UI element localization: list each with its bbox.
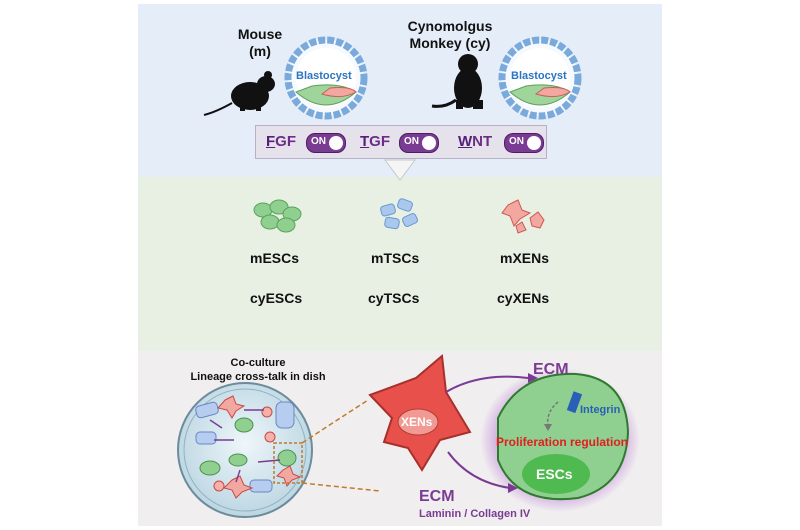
proliferation-label: Proliferation regulation [496,435,629,449]
esc-cluster-icon [253,199,302,233]
coculture-title: Co-culture Lineage cross-talk in dish [168,356,348,384]
xen-cluster-icon [501,199,545,234]
fgf-toggle[interactable]: ON [306,133,346,153]
ecm-bottom-sub-label: Laminin / Collagen IV [419,508,531,520]
petri-dish-icon [177,382,313,518]
monkey-icon [431,54,483,109]
integrin-label: Integrin [580,404,621,416]
blastocyst-label-monkey: Blastocyst [511,70,567,82]
coculture-title-line1: Co-culture [230,357,286,369]
wnt-toggle[interactable]: ON [504,133,544,153]
cyxens-label: cyXENs [497,290,550,306]
blastocyst-mouse-icon [284,36,368,120]
mtscs-label: mTSCs [371,250,420,266]
xen-label: XENs [401,415,433,429]
monkey-label: Cynomolgus Monkey (cy) [395,18,505,52]
blastocyst-monkey-icon [498,36,582,120]
xen-cell-icon [368,354,472,472]
ecm-top-label: ECM [533,361,569,378]
mxens-label: mXENs [500,250,550,266]
wnt-label: WNT [458,133,493,150]
mouse-icon [203,71,275,116]
coculture-title-line2: Lineage cross-talk in dish [190,371,326,383]
cytscs-label: cyTSCs [368,290,420,306]
zoom-box [273,442,303,484]
signaling-toggle-bar: FGF ON TGF ON WNT ON [255,125,547,159]
tgf-label: TGF [360,133,391,150]
monkey-abbrev: Monkey (cy) [409,35,491,51]
tgf-toggle[interactable]: ON [399,133,439,153]
tsc-cluster-icon [380,198,418,230]
monkey-name: Cynomolgus [407,18,493,34]
escs-label: ESCs [536,466,573,482]
fgf-label: FGF [266,133,297,150]
ecm-bottom-label: ECM [419,488,455,505]
mouse-label: Mouse (m) [225,26,295,60]
cyescs-label: cyESCs [250,290,303,306]
mouse-name: Mouse [237,26,283,42]
esc-cell-icon [480,368,640,512]
blastocyst-label-mouse: Blastocyst [296,70,352,82]
mescs-label: mESCs [250,250,300,266]
mouse-abbrev: (m) [249,43,271,59]
down-arrow-icon [384,159,416,181]
integrin-icon [566,391,583,414]
